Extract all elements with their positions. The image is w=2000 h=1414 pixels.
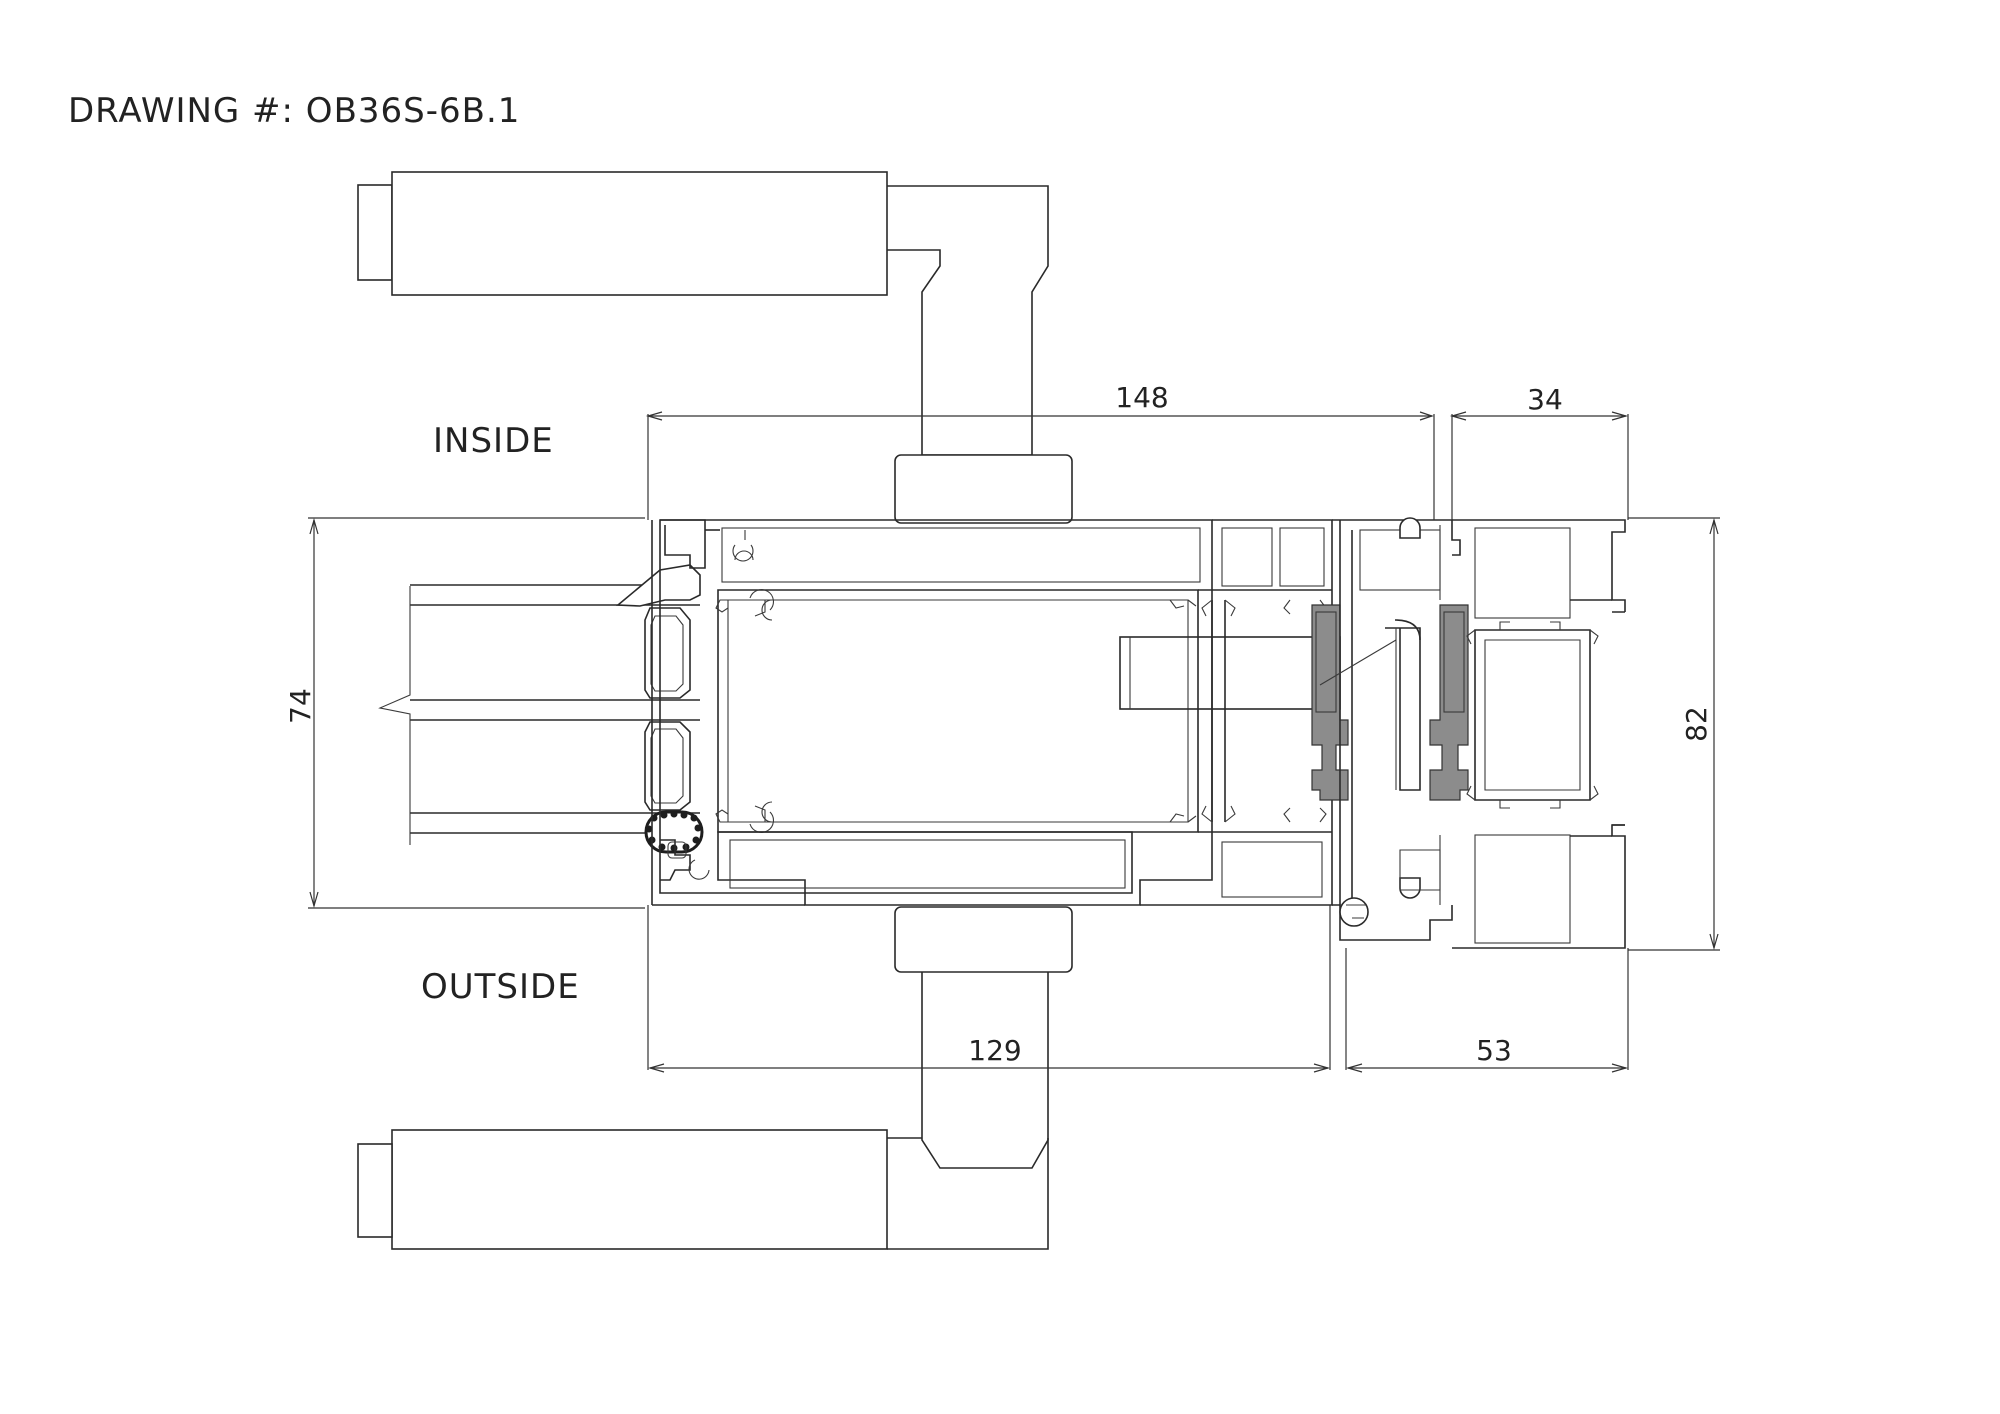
drawing-title: DRAWING #: OB36S-6B.1 <box>68 91 520 131</box>
sash-profile <box>659 519 1213 906</box>
dimension-148: 148 <box>1115 381 1168 414</box>
inside-label: INSIDE <box>433 421 554 461</box>
outside-label: OUTSIDE <box>421 967 580 1007</box>
middle-profile <box>1119 519 1469 906</box>
dimension-74: 74 <box>284 688 317 724</box>
dimension-129: 129 <box>968 1034 1021 1067</box>
inside-glazing-gasket <box>615 564 701 607</box>
frame-gasket-top <box>1399 517 1421 539</box>
thermal-break-left <box>1311 604 1349 801</box>
glazing-spacer-bottom <box>644 721 691 811</box>
glass-break-line <box>378 588 411 845</box>
outside-lever-handle <box>357 906 1073 1250</box>
thermal-break-right <box>1429 604 1469 801</box>
outer-frame <box>1319 517 1626 949</box>
frame-gasket-bottom <box>1339 897 1369 927</box>
glazing-unit <box>378 564 704 854</box>
left-frame <box>651 520 805 906</box>
dimension-lines <box>308 411 1720 1073</box>
dimension-53: 53 <box>1476 1034 1512 1067</box>
dimension-82: 82 <box>1680 706 1713 742</box>
glazing-spacer-top <box>644 607 691 699</box>
inside-lever-handle <box>357 171 1073 524</box>
dimension-34: 34 <box>1527 383 1563 416</box>
